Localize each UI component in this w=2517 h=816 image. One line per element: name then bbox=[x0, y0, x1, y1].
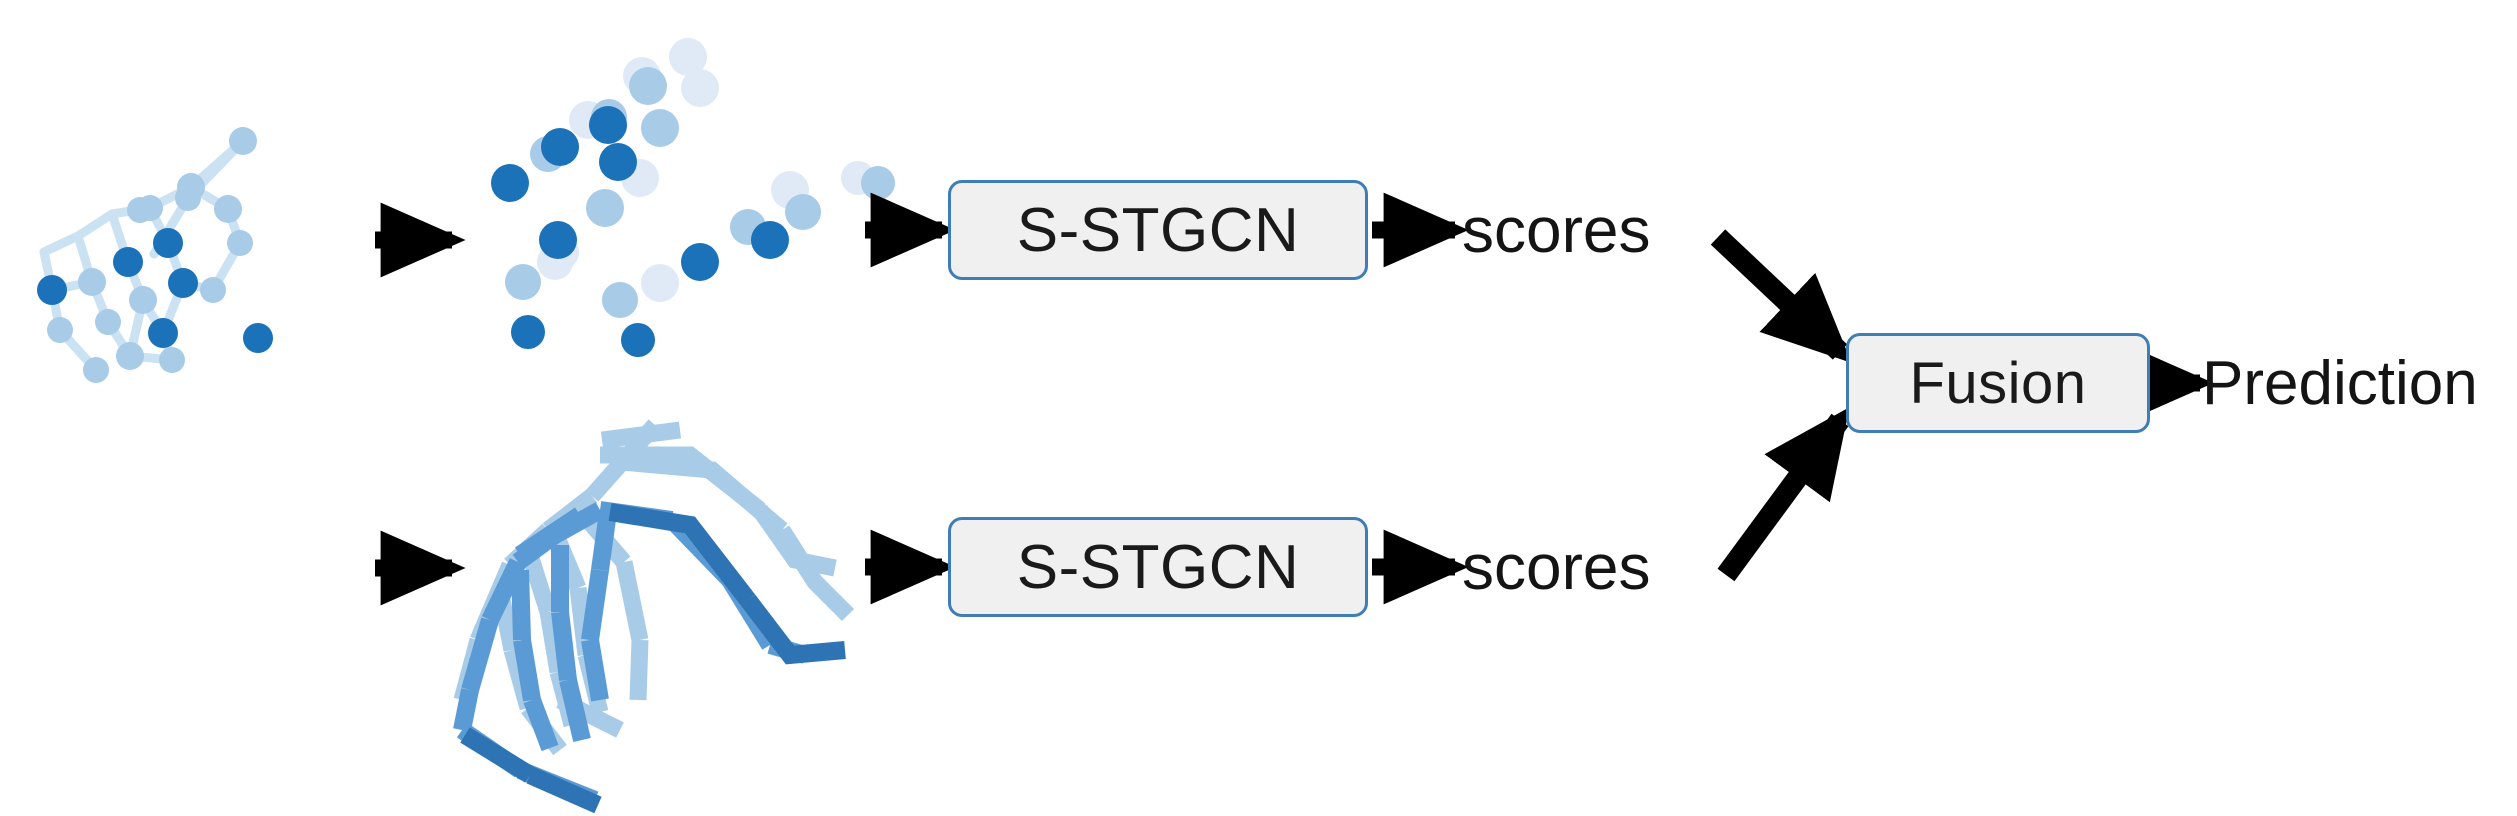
block-sstgcn-top[interactable]: S-STGCN bbox=[948, 180, 1368, 280]
arrow-scores-bottom-to-fusion bbox=[1717, 407, 1850, 582]
joint-point-cloud bbox=[491, 38, 895, 357]
arrow-scores-top-to-fusion bbox=[1710, 229, 1852, 363]
block-sstgcn-bottom[interactable]: S-STGCN bbox=[948, 517, 1368, 617]
label-prediction: Prediction bbox=[2202, 348, 2478, 418]
label-scores-top: scores bbox=[1462, 194, 1651, 266]
skeleton-graph bbox=[37, 127, 273, 383]
block-fusion[interactable]: Fusion bbox=[1846, 333, 2150, 433]
bone-limb-stream bbox=[453, 419, 855, 814]
label-scores-bottom: scores bbox=[1462, 531, 1651, 603]
